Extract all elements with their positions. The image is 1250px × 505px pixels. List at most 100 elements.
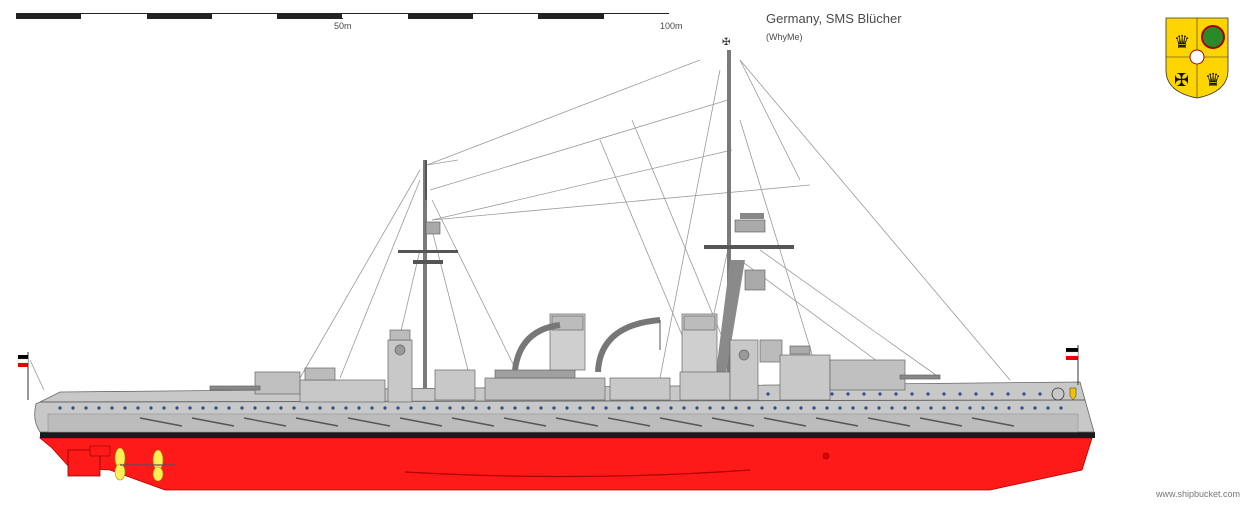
author-credit: (WhyMe): [766, 32, 803, 42]
scale-segment: [81, 14, 147, 19]
propeller-icon: [114, 447, 175, 482]
porthole: [994, 406, 998, 410]
porthole: [318, 406, 322, 410]
porthole: [669, 406, 673, 410]
porthole: [266, 406, 270, 410]
porthole: [682, 406, 686, 410]
porthole: [990, 392, 994, 396]
porthole: [240, 406, 244, 410]
porthole: [643, 406, 647, 410]
scale-segment: [603, 14, 669, 19]
scale-segment: [342, 14, 408, 19]
porthole: [227, 406, 231, 410]
porthole: [942, 392, 946, 396]
porthole: [201, 406, 205, 410]
rigging-lines: [29, 59, 1011, 391]
coat-of-arms-icon: ♛ ✠ ♛: [1165, 17, 1229, 99]
porthole: [766, 392, 770, 396]
porthole: [974, 392, 978, 396]
porthole: [877, 406, 881, 410]
scale-segment: [277, 14, 343, 19]
porthole: [903, 406, 907, 410]
casemate-shutter: [139, 417, 183, 427]
casemate-shutter: [347, 417, 391, 427]
svg-text:♛: ♛: [1174, 32, 1190, 53]
porthole: [422, 406, 426, 410]
boot-topping: [40, 432, 1095, 438]
porthole: [539, 406, 543, 410]
porthole: [578, 406, 582, 410]
porthole: [630, 406, 634, 410]
casemate-shutter: [243, 417, 287, 427]
porthole: [734, 406, 738, 410]
porthole: [591, 406, 595, 410]
casemate-shutter: [763, 417, 807, 427]
porthole: [981, 406, 985, 410]
porthole: [149, 406, 153, 410]
porthole: [968, 406, 972, 410]
porthole: [292, 406, 296, 410]
stern-crest-icon: [1051, 387, 1077, 401]
porthole: [383, 406, 387, 410]
porthole: [474, 406, 478, 410]
casemate-shutter: [295, 417, 339, 427]
porthole: [825, 406, 829, 410]
porthole: [500, 406, 504, 410]
porthole: [370, 406, 374, 410]
deck-line: [39, 399, 1086, 403]
porthole: [695, 406, 699, 410]
porthole: [878, 392, 882, 396]
porthole: [461, 406, 465, 410]
casemate-shutters: [139, 417, 1015, 427]
underwater-hull: [38, 437, 1093, 491]
armor-belt: [47, 413, 1079, 433]
hull-fitting: [822, 452, 830, 460]
casemate-shutter: [711, 417, 755, 427]
porthole: [926, 392, 930, 396]
portholes: [58, 392, 1063, 410]
porthole: [71, 406, 75, 410]
watermark: www.shipbucket.com: [1155, 489, 1240, 499]
porthole: [357, 406, 361, 410]
porthole: [214, 406, 218, 410]
porthole: [708, 406, 712, 410]
porthole: [513, 406, 517, 410]
porthole: [846, 392, 850, 396]
porthole: [136, 406, 140, 410]
porthole: [552, 406, 556, 410]
casemate-shutter: [451, 417, 495, 427]
casemate-shutter: [659, 417, 703, 427]
porthole: [604, 406, 608, 410]
scale-segment: [407, 14, 474, 19]
scale-segment: [16, 14, 82, 19]
porthole: [942, 406, 946, 410]
scale-segment: [538, 14, 604, 19]
stern-flag: [1065, 345, 1079, 385]
porthole: [331, 406, 335, 410]
casemate-shutter: [555, 417, 599, 427]
porthole: [110, 406, 114, 410]
scale-segment: [473, 14, 539, 19]
casemate-shutter: [867, 417, 911, 427]
porthole: [617, 406, 621, 410]
porthole: [890, 406, 894, 410]
porthole: [838, 406, 842, 410]
porthole: [862, 392, 866, 396]
porthole: [799, 406, 803, 410]
porthole: [344, 406, 348, 410]
casemate-shutter: [503, 417, 547, 427]
porthole: [958, 392, 962, 396]
svg-text:✠: ✠: [722, 37, 730, 48]
casemate-shutter: [815, 417, 859, 427]
casemate-shutter: [919, 417, 963, 427]
porthole: [916, 406, 920, 410]
fore-mast: [398, 160, 458, 400]
porthole: [162, 406, 166, 410]
porthole: [747, 406, 751, 410]
porthole: [58, 406, 62, 410]
porthole: [84, 406, 88, 410]
porthole: [1046, 406, 1050, 410]
porthole: [910, 392, 914, 396]
scale-label-50m: 50m: [334, 21, 352, 31]
porthole: [1022, 392, 1026, 396]
